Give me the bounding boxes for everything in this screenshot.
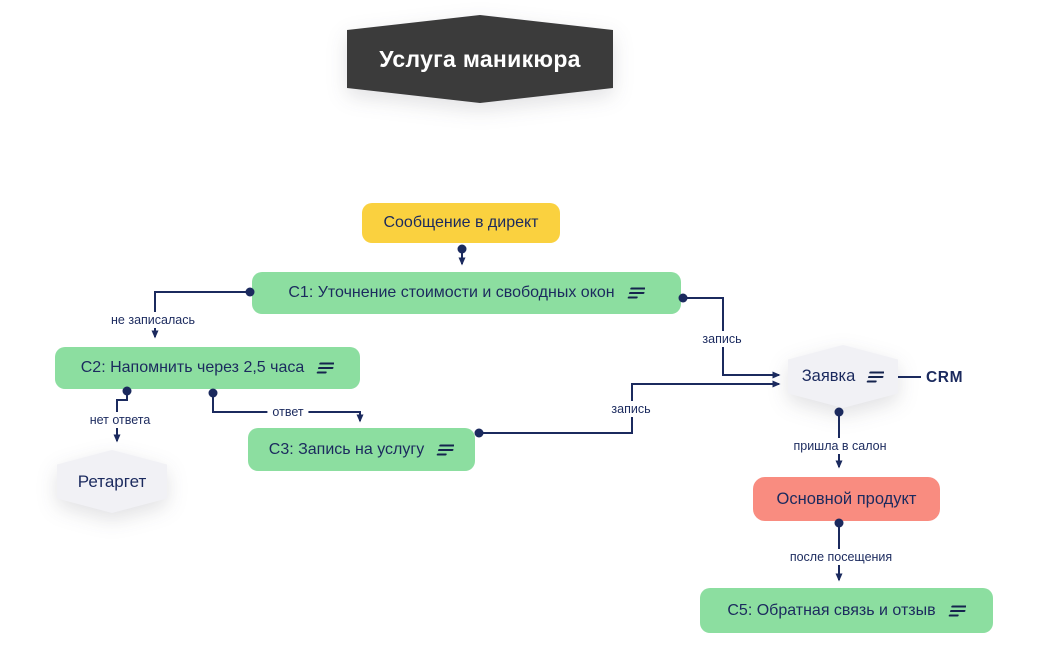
connector-dot: [834, 407, 844, 417]
connector-dot: [208, 388, 218, 398]
flow-node-c3[interactable]: C3: Запись на услугу: [248, 428, 475, 471]
node-c5-label: C5: Обратная связь и отзыв: [727, 601, 936, 619]
node-main-product-label: Основной продукт: [776, 489, 917, 508]
edge-label-after-visit: после посещения: [784, 549, 898, 565]
edge-label-signup-top: запись: [697, 331, 747, 347]
flow-node-c2[interactable]: C2: Напомнить через 2,5 часа: [55, 347, 360, 389]
flow-node-c1[interactable]: C1: Уточнение стоимости и свободных окон: [252, 272, 681, 314]
node-entry-label: Сообщение в директ: [383, 214, 539, 231]
message-lines-icon: [627, 287, 645, 299]
retarget-shape: [57, 450, 167, 513]
flow-node-retarget[interactable]: Ретаргет: [57, 450, 167, 513]
message-lines-icon: [866, 371, 885, 382]
node-c3-label: C3: Запись на услугу: [268, 440, 425, 458]
flow-node-entry[interactable]: Сообщение в директ: [362, 203, 560, 243]
edge-label-no-answer: нет ответа: [84, 412, 156, 428]
message-lines-icon: [436, 444, 455, 455]
edge-label-came-to-salon: пришла в салон: [788, 438, 892, 454]
page-title: Услуга маникюра: [379, 45, 581, 72]
flow-node-main-product[interactable]: Основной продукт: [753, 477, 940, 521]
node-c1-label: C1: Уточнение стоимости и свободных окон: [288, 284, 615, 301]
connector-dot: [457, 244, 467, 254]
flow-node-c5[interactable]: C5: Обратная связь и отзыв: [700, 588, 993, 633]
crm-label: CRM: [926, 369, 964, 386]
flow-node-request[interactable]: Заявка: [788, 345, 898, 408]
node-request-label: Заявка: [801, 367, 856, 385]
edge-label-signup-bottom: запись: [606, 401, 656, 417]
message-lines-icon: [316, 362, 335, 374]
edge-label-answer: ответ: [267, 404, 309, 420]
node-retarget-label: Ретаргет: [77, 471, 147, 491]
connector-dot: [474, 428, 484, 438]
flow-title-banner: Услуга маникюра: [347, 15, 613, 103]
message-lines-icon: [948, 605, 966, 616]
title-banner-shape: [347, 15, 613, 103]
edge-label-no-signup: не записалась: [106, 312, 200, 328]
node-c2-label: C2: Напомнить через 2,5 часа: [80, 359, 305, 376]
